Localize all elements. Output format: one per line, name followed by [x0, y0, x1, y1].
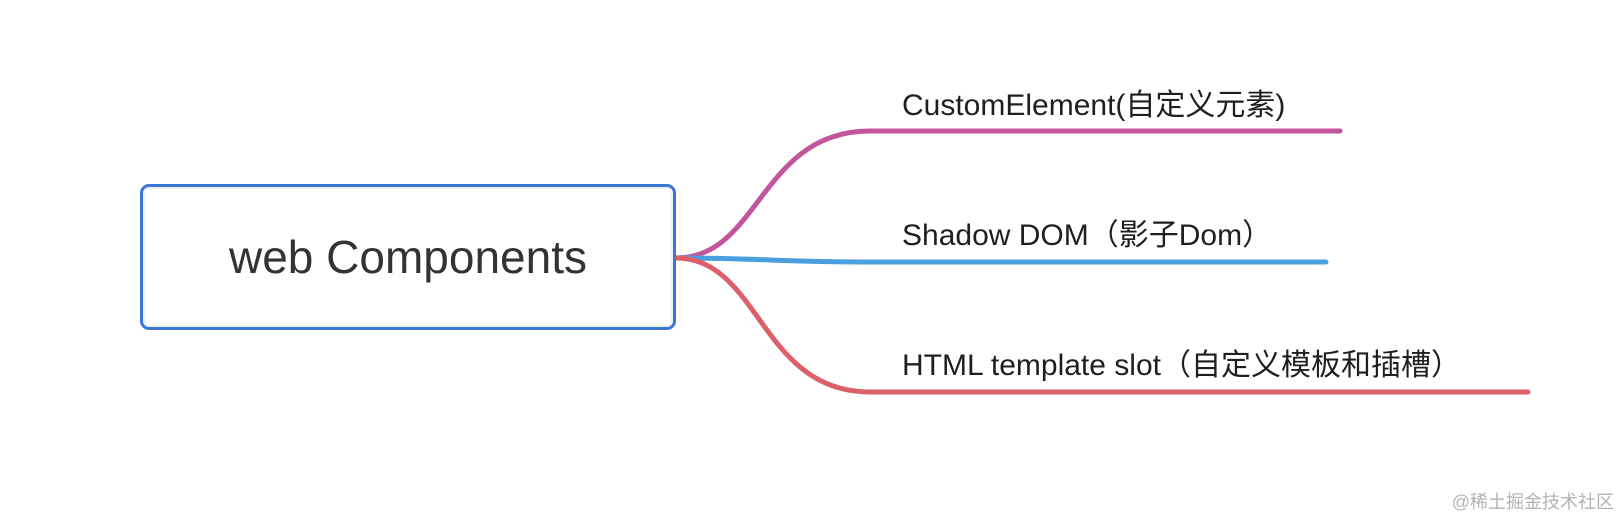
- branch-node-customelement[interactable]: CustomElement(自定义元素): [902, 89, 1286, 122]
- connector-branch-customelement: [673, 128, 1343, 261]
- connector-branch-shadow-dom: [673, 255, 1329, 265]
- root-node-label: web Components: [229, 231, 587, 283]
- root-node[interactable]: web Components: [140, 184, 676, 330]
- watermark: @稀土掘金技术社区: [1451, 492, 1614, 512]
- branch-node-shadow-dom[interactable]: Shadow DOM（影子Dom）: [902, 219, 1273, 252]
- connector-branch-html-template: [673, 255, 1531, 395]
- branch-node-html-template[interactable]: HTML template slot（自定义模板和插槽）: [902, 349, 1461, 382]
